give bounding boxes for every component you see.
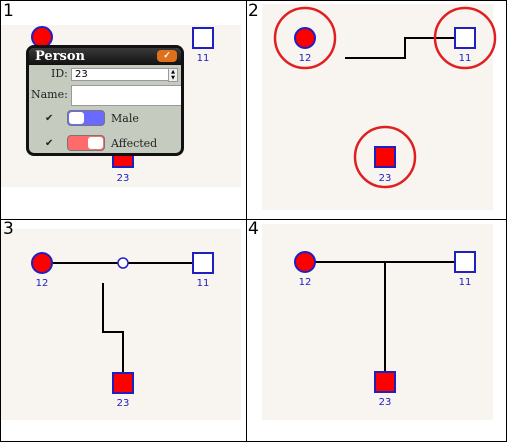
female-node-12-label: 12 xyxy=(36,278,49,289)
panel-4-diagram: 12 11 23 xyxy=(294,251,476,408)
id-spinner[interactable]: ▲▼ xyxy=(168,68,178,82)
male-node-11[interactable] xyxy=(192,252,214,274)
child-node-23-label: 23 xyxy=(379,397,392,408)
male-toggle-knob xyxy=(69,112,84,124)
female-node-12-label: 12 xyxy=(299,277,312,288)
affected-checkbox[interactable]: ✔ xyxy=(45,138,54,149)
dialog-titlebar[interactable]: Person ✓ xyxy=(29,48,181,65)
panel-number: 1 xyxy=(3,1,14,21)
highlight-circle-11 xyxy=(433,6,497,70)
panel-3-diagram: 12 11 23 xyxy=(31,252,214,409)
child-node-23[interactable] xyxy=(374,371,396,393)
panel-number: 3 xyxy=(3,219,14,239)
name-field[interactable] xyxy=(71,85,181,106)
partner-connector-line xyxy=(345,37,463,59)
child-node-23-label: 23 xyxy=(379,173,392,184)
male-label: Male xyxy=(111,112,139,125)
highlight-circle-12 xyxy=(273,6,337,70)
affected-toggle[interactable] xyxy=(67,135,105,151)
panel-number: 4 xyxy=(248,219,259,239)
male-node-11[interactable] xyxy=(192,27,214,49)
male-node-11-label: 11 xyxy=(197,53,210,64)
id-field[interactable]: 23 xyxy=(71,68,173,81)
vertical-divider xyxy=(246,0,247,442)
horizontal-divider xyxy=(0,219,507,220)
male-toggle[interactable] xyxy=(67,110,105,126)
male-node-11-label: 11 xyxy=(459,53,472,64)
person-dialog: Person ✓ ID: 23 ▲▼ Name: ✔ Male ✔ Affect… xyxy=(26,45,184,156)
female-node-12[interactable] xyxy=(294,251,316,273)
male-checkbox[interactable]: ✔ xyxy=(45,113,54,124)
name-label: Name: xyxy=(31,88,68,101)
affected-toggle-knob xyxy=(88,137,103,149)
dialog-title: Person xyxy=(35,49,85,64)
id-label: ID: xyxy=(51,67,68,80)
male-node-11[interactable] xyxy=(454,251,476,273)
panel-2-diagram: 12 11 23 xyxy=(273,6,497,189)
dialog-confirm-button[interactable]: ✓ xyxy=(157,50,177,62)
male-node-11[interactable] xyxy=(454,27,476,49)
panel-number: 2 xyxy=(248,1,259,21)
child-node-23[interactable] xyxy=(112,372,134,394)
child-node-23-label: 23 xyxy=(117,398,130,409)
female-node-12[interactable] xyxy=(294,27,316,49)
descent-line xyxy=(102,283,124,383)
check-icon: ✓ xyxy=(163,51,171,61)
highlight-circle-23 xyxy=(353,125,417,189)
female-node-12-label: 12 xyxy=(299,53,312,64)
child-node-23[interactable] xyxy=(374,146,396,168)
female-node-12[interactable] xyxy=(31,252,53,274)
male-node-11-label: 11 xyxy=(197,278,210,289)
partnership-node[interactable] xyxy=(117,257,129,269)
male-node-11-label: 11 xyxy=(459,277,472,288)
affected-label: Affected xyxy=(111,137,158,150)
female-node-12[interactable] xyxy=(31,26,53,48)
child-node-23-label: 23 xyxy=(117,173,130,184)
